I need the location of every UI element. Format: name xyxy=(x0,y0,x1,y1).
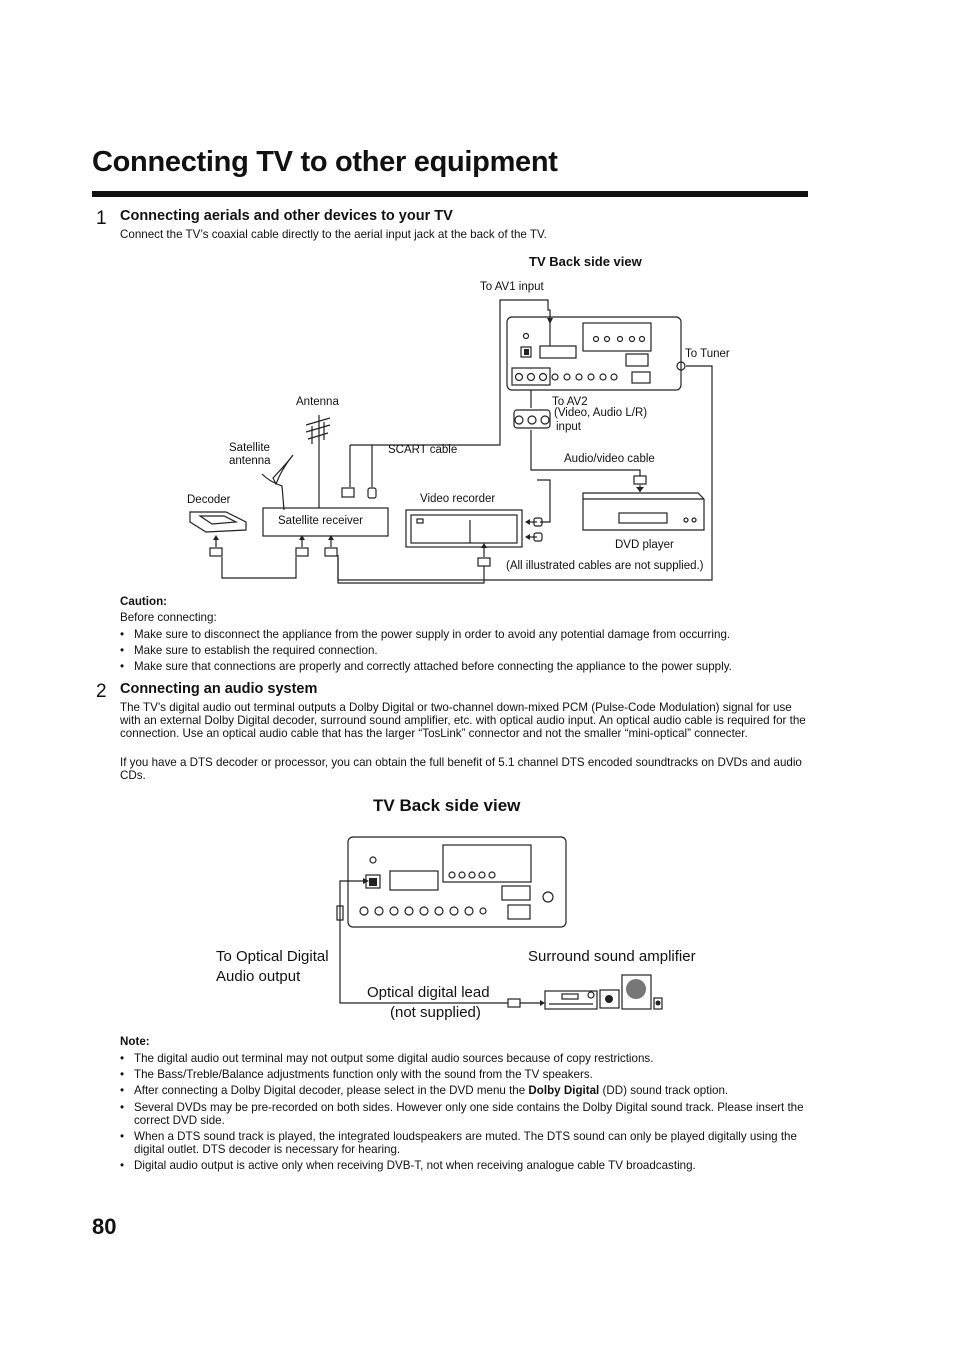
label-av-cable: Audio/video cable xyxy=(564,453,655,465)
section-2-para-2: If you have a DTS decoder or processor, … xyxy=(120,756,802,783)
note-item-post: (DD) sound track option. xyxy=(599,1084,729,1098)
label-decoder: Decoder xyxy=(187,494,231,506)
note-item: The digital audio out terminal may not o… xyxy=(120,1052,808,1065)
title-rule xyxy=(92,191,808,197)
caution-item: Make sure to establish the required conn… xyxy=(120,644,808,657)
caution-list: Make sure to disconnect the appliance fr… xyxy=(120,628,808,677)
label-to-optical-1: To Optical Digital xyxy=(216,948,329,965)
label-cables-note: (All illustrated cables are not supplied… xyxy=(506,560,704,572)
section-1-heading: Connecting aerials and other devices to … xyxy=(120,208,453,224)
section-1-number: 1 xyxy=(96,208,107,229)
section-2-heading: Connecting an audio system xyxy=(120,681,318,697)
caution-lead: Before connecting: xyxy=(120,611,217,624)
section-1-intro: Connect the TV’s coaxial cable directly … xyxy=(120,228,547,241)
amplifier-box xyxy=(544,990,598,1010)
page-title: Connecting TV to other equipment xyxy=(92,146,558,178)
label-to-av1: To AV1 input xyxy=(480,281,544,293)
tv-back-panel-2 xyxy=(347,836,567,928)
note-item-pre: After connecting a Dolby Digital decoder… xyxy=(134,1084,529,1098)
label-surround: Surround sound amplifier xyxy=(528,948,696,965)
label-lead-1: Optical digital lead xyxy=(367,984,490,1001)
video-recorder-box xyxy=(405,509,523,548)
label-satellite-receiver: Satellite receiver xyxy=(278,515,364,527)
note-item: After connecting a Dolby Digital decoder… xyxy=(120,1084,808,1097)
label-av2-input: input xyxy=(556,421,581,433)
label-av2-detail: (Video, Audio L/R) xyxy=(554,407,648,419)
note-item-bold: Dolby Digital xyxy=(528,1084,600,1098)
section-2-number: 2 xyxy=(96,681,107,702)
label-to-optical-2: Audio output xyxy=(216,968,301,985)
note-item: Digital audio output is active only when… xyxy=(120,1159,808,1172)
label-satellite-antenna-1: Satellite xyxy=(229,442,270,454)
label-to-tuner: To Tuner xyxy=(685,348,730,360)
label-antenna: Antenna xyxy=(296,396,339,408)
caution-item: Make sure that connections are properly … xyxy=(120,660,808,673)
diagram-2-view-label: TV Back side view xyxy=(373,796,521,815)
note-item: When a DTS sound track is played, the in… xyxy=(120,1130,808,1156)
satellite-receiver-box xyxy=(262,507,389,537)
dvd-player-box xyxy=(582,492,705,531)
caution-title: Caution: xyxy=(120,595,168,608)
section-2-para-1: The TV’s digital audio out terminal outp… xyxy=(120,701,806,741)
tv-back-panel xyxy=(506,316,682,391)
label-satellite-antenna-2: antenna xyxy=(229,455,271,467)
page-number: 80 xyxy=(92,1214,117,1239)
note-item: The Bass/Treble/Balance adjustments func… xyxy=(120,1068,808,1081)
label-scart-cable: SCART cable xyxy=(388,444,458,456)
label-to-av2: To AV2 xyxy=(552,396,588,408)
diagram-1-view-label: TV Back side view xyxy=(529,254,642,269)
note-list: The digital audio out terminal may not o… xyxy=(120,1052,808,1176)
note-item: Several DVDs may be pre-recorded on both… xyxy=(120,1101,808,1127)
note-title: Note: xyxy=(120,1035,150,1048)
label-dvd-player: DVD player xyxy=(615,539,674,551)
caution-item: Make sure to disconnect the appliance fr… xyxy=(120,628,808,641)
label-lead-2: (not supplied) xyxy=(390,1004,481,1021)
label-video-recorder: Video recorder xyxy=(420,493,496,505)
